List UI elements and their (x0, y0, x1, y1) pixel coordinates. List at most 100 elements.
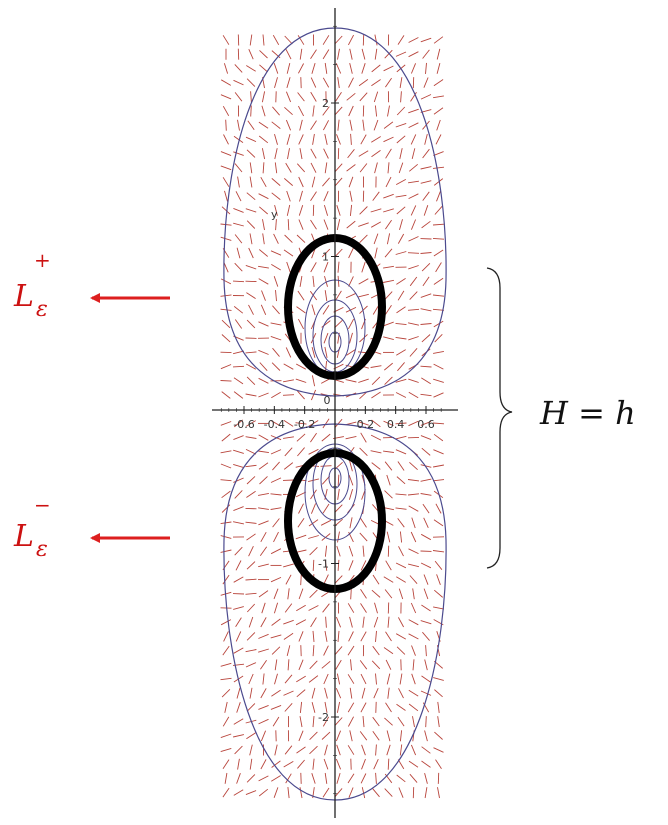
field-vector (298, 503, 304, 514)
field-vector (258, 775, 269, 782)
field-vector (224, 772, 228, 784)
field-vector (322, 106, 330, 116)
field-vector (234, 546, 243, 556)
field-vector (312, 716, 315, 728)
field-vector (220, 94, 232, 100)
field-vector (336, 205, 341, 216)
field-vector (424, 787, 428, 799)
field-vector (247, 120, 255, 130)
field-vector (271, 391, 281, 399)
field-vector (260, 759, 267, 770)
x-tick-label: 0.2 (357, 418, 375, 431)
field-vector (397, 461, 405, 471)
field-vector (271, 775, 281, 782)
field-vector (237, 119, 240, 131)
field-vector (374, 247, 378, 259)
field-vector (298, 134, 304, 145)
field-vector (297, 290, 305, 301)
field-vector (358, 79, 369, 87)
field-vector (386, 474, 391, 486)
field-vector (258, 392, 269, 398)
field-vector (373, 688, 379, 699)
field-vector (421, 220, 431, 229)
field-vector (309, 745, 318, 755)
field-vector (407, 493, 420, 496)
field-vector (285, 574, 292, 585)
field-vector (408, 180, 419, 184)
field-vector (259, 362, 268, 372)
field-vector (258, 121, 269, 129)
field-vector (296, 675, 306, 683)
field-vector (410, 63, 417, 74)
field-vector (335, 91, 342, 102)
field-vector (245, 790, 257, 796)
field-vector (409, 461, 418, 471)
field-vector (310, 91, 317, 102)
field-vector (411, 148, 416, 160)
field-vector (399, 531, 403, 543)
field-vector (383, 265, 394, 269)
x-tick-label: -0.6 (233, 418, 254, 431)
field-vector (398, 617, 404, 628)
field-vector (335, 758, 342, 770)
field-vector (348, 474, 354, 486)
field-vector (395, 336, 407, 340)
field-vector (297, 759, 305, 769)
field-vector (324, 701, 328, 713)
field-vector (273, 63, 279, 74)
field-vector (335, 290, 342, 301)
field-vector (258, 633, 269, 639)
field-vector (220, 236, 232, 241)
field-vector (323, 332, 329, 344)
field-vector (361, 787, 366, 799)
field-vector (421, 746, 431, 754)
field-vector (372, 304, 380, 315)
field-vector (396, 135, 406, 144)
field-vector (222, 759, 230, 770)
field-vector (408, 703, 419, 712)
field-vector (349, 730, 353, 742)
field-vector (359, 305, 368, 314)
field-vector (287, 787, 290, 799)
field-vector (298, 219, 304, 230)
field-vector (286, 133, 291, 145)
field-vector (272, 716, 280, 727)
field-vector (359, 163, 368, 173)
field-vector (433, 378, 444, 383)
field-vector (399, 77, 403, 89)
field-vector (433, 36, 444, 44)
field-vector (371, 660, 381, 670)
field-vector (336, 219, 341, 231)
field-vector (346, 164, 356, 172)
field-vector (422, 49, 430, 59)
field-vector (396, 576, 406, 583)
field-vector (384, 589, 393, 599)
field-vector (375, 744, 377, 756)
field-vector (360, 134, 367, 145)
field-vector (383, 336, 394, 341)
field-vector (348, 247, 354, 259)
field-vector (270, 335, 282, 341)
field-vector (374, 162, 378, 174)
field-vector (420, 533, 432, 541)
field-vector (384, 362, 393, 371)
field-vector (360, 773, 367, 784)
field-vector (420, 620, 432, 625)
field-vector (284, 106, 293, 116)
field-vector (409, 348, 418, 357)
field-vector (325, 616, 327, 628)
field-vector (437, 716, 440, 728)
field-vector (420, 393, 432, 397)
field-vector (371, 462, 381, 470)
field-vector (408, 505, 419, 512)
field-vector (258, 450, 269, 454)
field-vector (245, 521, 257, 524)
field-vector (270, 322, 282, 326)
field-vector (335, 659, 342, 670)
field-vector (245, 578, 257, 581)
field-vector (383, 208, 394, 213)
field-vector (309, 589, 318, 599)
field-vector (246, 476, 256, 485)
field-vector (310, 617, 317, 628)
field-vector (271, 689, 281, 697)
